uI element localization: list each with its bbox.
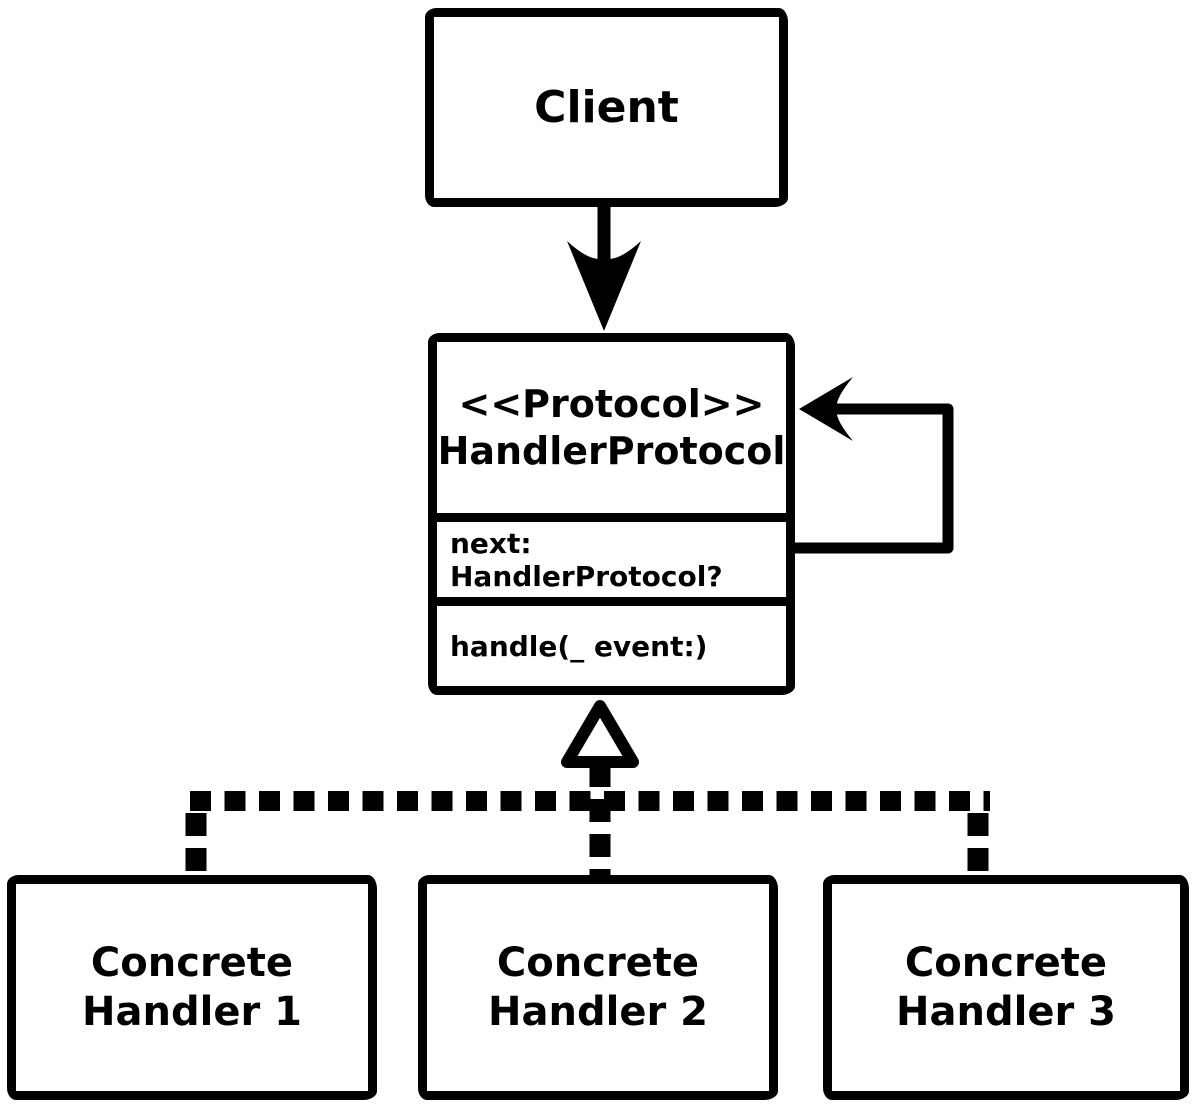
concrete-handler-2-box: Concrete Handler 2 (418, 875, 778, 1100)
handler-protocol-box: <<Protocol>> HandlerProtocol next: Handl… (428, 333, 795, 695)
client-box: Client (425, 8, 788, 207)
concrete-handler-1-label-line1: Concrete (90, 939, 294, 986)
protocol-name: HandlerProtocol (437, 428, 786, 473)
realization-dashed-connector (185, 764, 990, 877)
client-to-protocol-arrow (567, 197, 641, 331)
protocol-stereotype: <<Protocol>> (458, 381, 765, 426)
protocol-attribute-next: next: HandlerProtocol? (450, 526, 723, 593)
concrete-handler-3-box: Concrete Handler 3 (823, 875, 1189, 1100)
protocol-self-reference-arrow (787, 377, 954, 554)
protocol-title-compartment: <<Protocol>> HandlerProtocol (437, 342, 786, 513)
concrete-handler-1-label-line2: Handler 1 (82, 988, 302, 1035)
client-label: Client (534, 82, 679, 133)
concrete-handler-2-label-line2: Handler 2 (488, 988, 708, 1035)
concrete-handler-3-label-line1: Concrete (904, 939, 1108, 986)
protocol-method-compartment: handle(_ event:) (437, 597, 786, 686)
protocol-attribute-compartment: next: HandlerProtocol? (437, 513, 786, 597)
protocol-method-handle: handle(_ event:) (450, 629, 708, 663)
realization-arrowhead-icon (561, 700, 639, 768)
concrete-handler-3-label-line2: Handler 3 (896, 988, 1116, 1035)
concrete-handler-1-box: Concrete Handler 1 (7, 875, 377, 1100)
concrete-handler-2-label-line1: Concrete (496, 939, 700, 986)
